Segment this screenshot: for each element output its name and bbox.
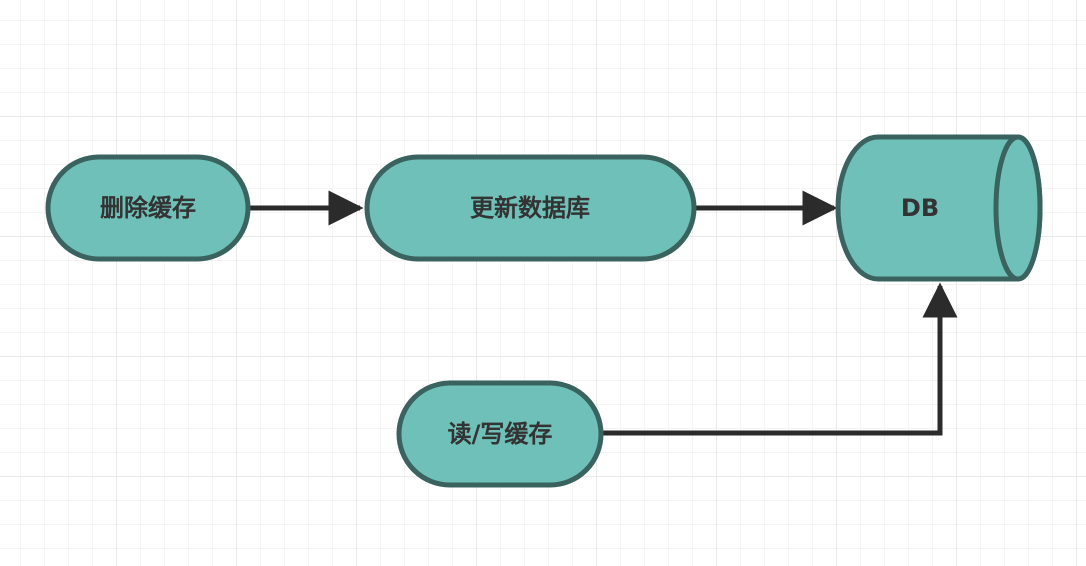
edge-read-write-cache-to-db: [603, 282, 958, 436]
node-db[interactable]: DB: [835, 134, 1043, 282]
node-db-label: DB: [901, 194, 939, 222]
node-update-db-label: 更新数据库: [470, 194, 590, 222]
node-read-write-cache-label: 读/写缓存: [448, 420, 553, 448]
node-delete-cache[interactable]: 删除缓存: [45, 154, 251, 262]
db-cylinder-cap: [993, 134, 1043, 282]
node-read-write-cache[interactable]: 读/写缓存: [396, 380, 604, 488]
node-delete-cache-label: 删除缓存: [100, 194, 196, 222]
node-update-db[interactable]: 更新数据库: [364, 154, 697, 262]
